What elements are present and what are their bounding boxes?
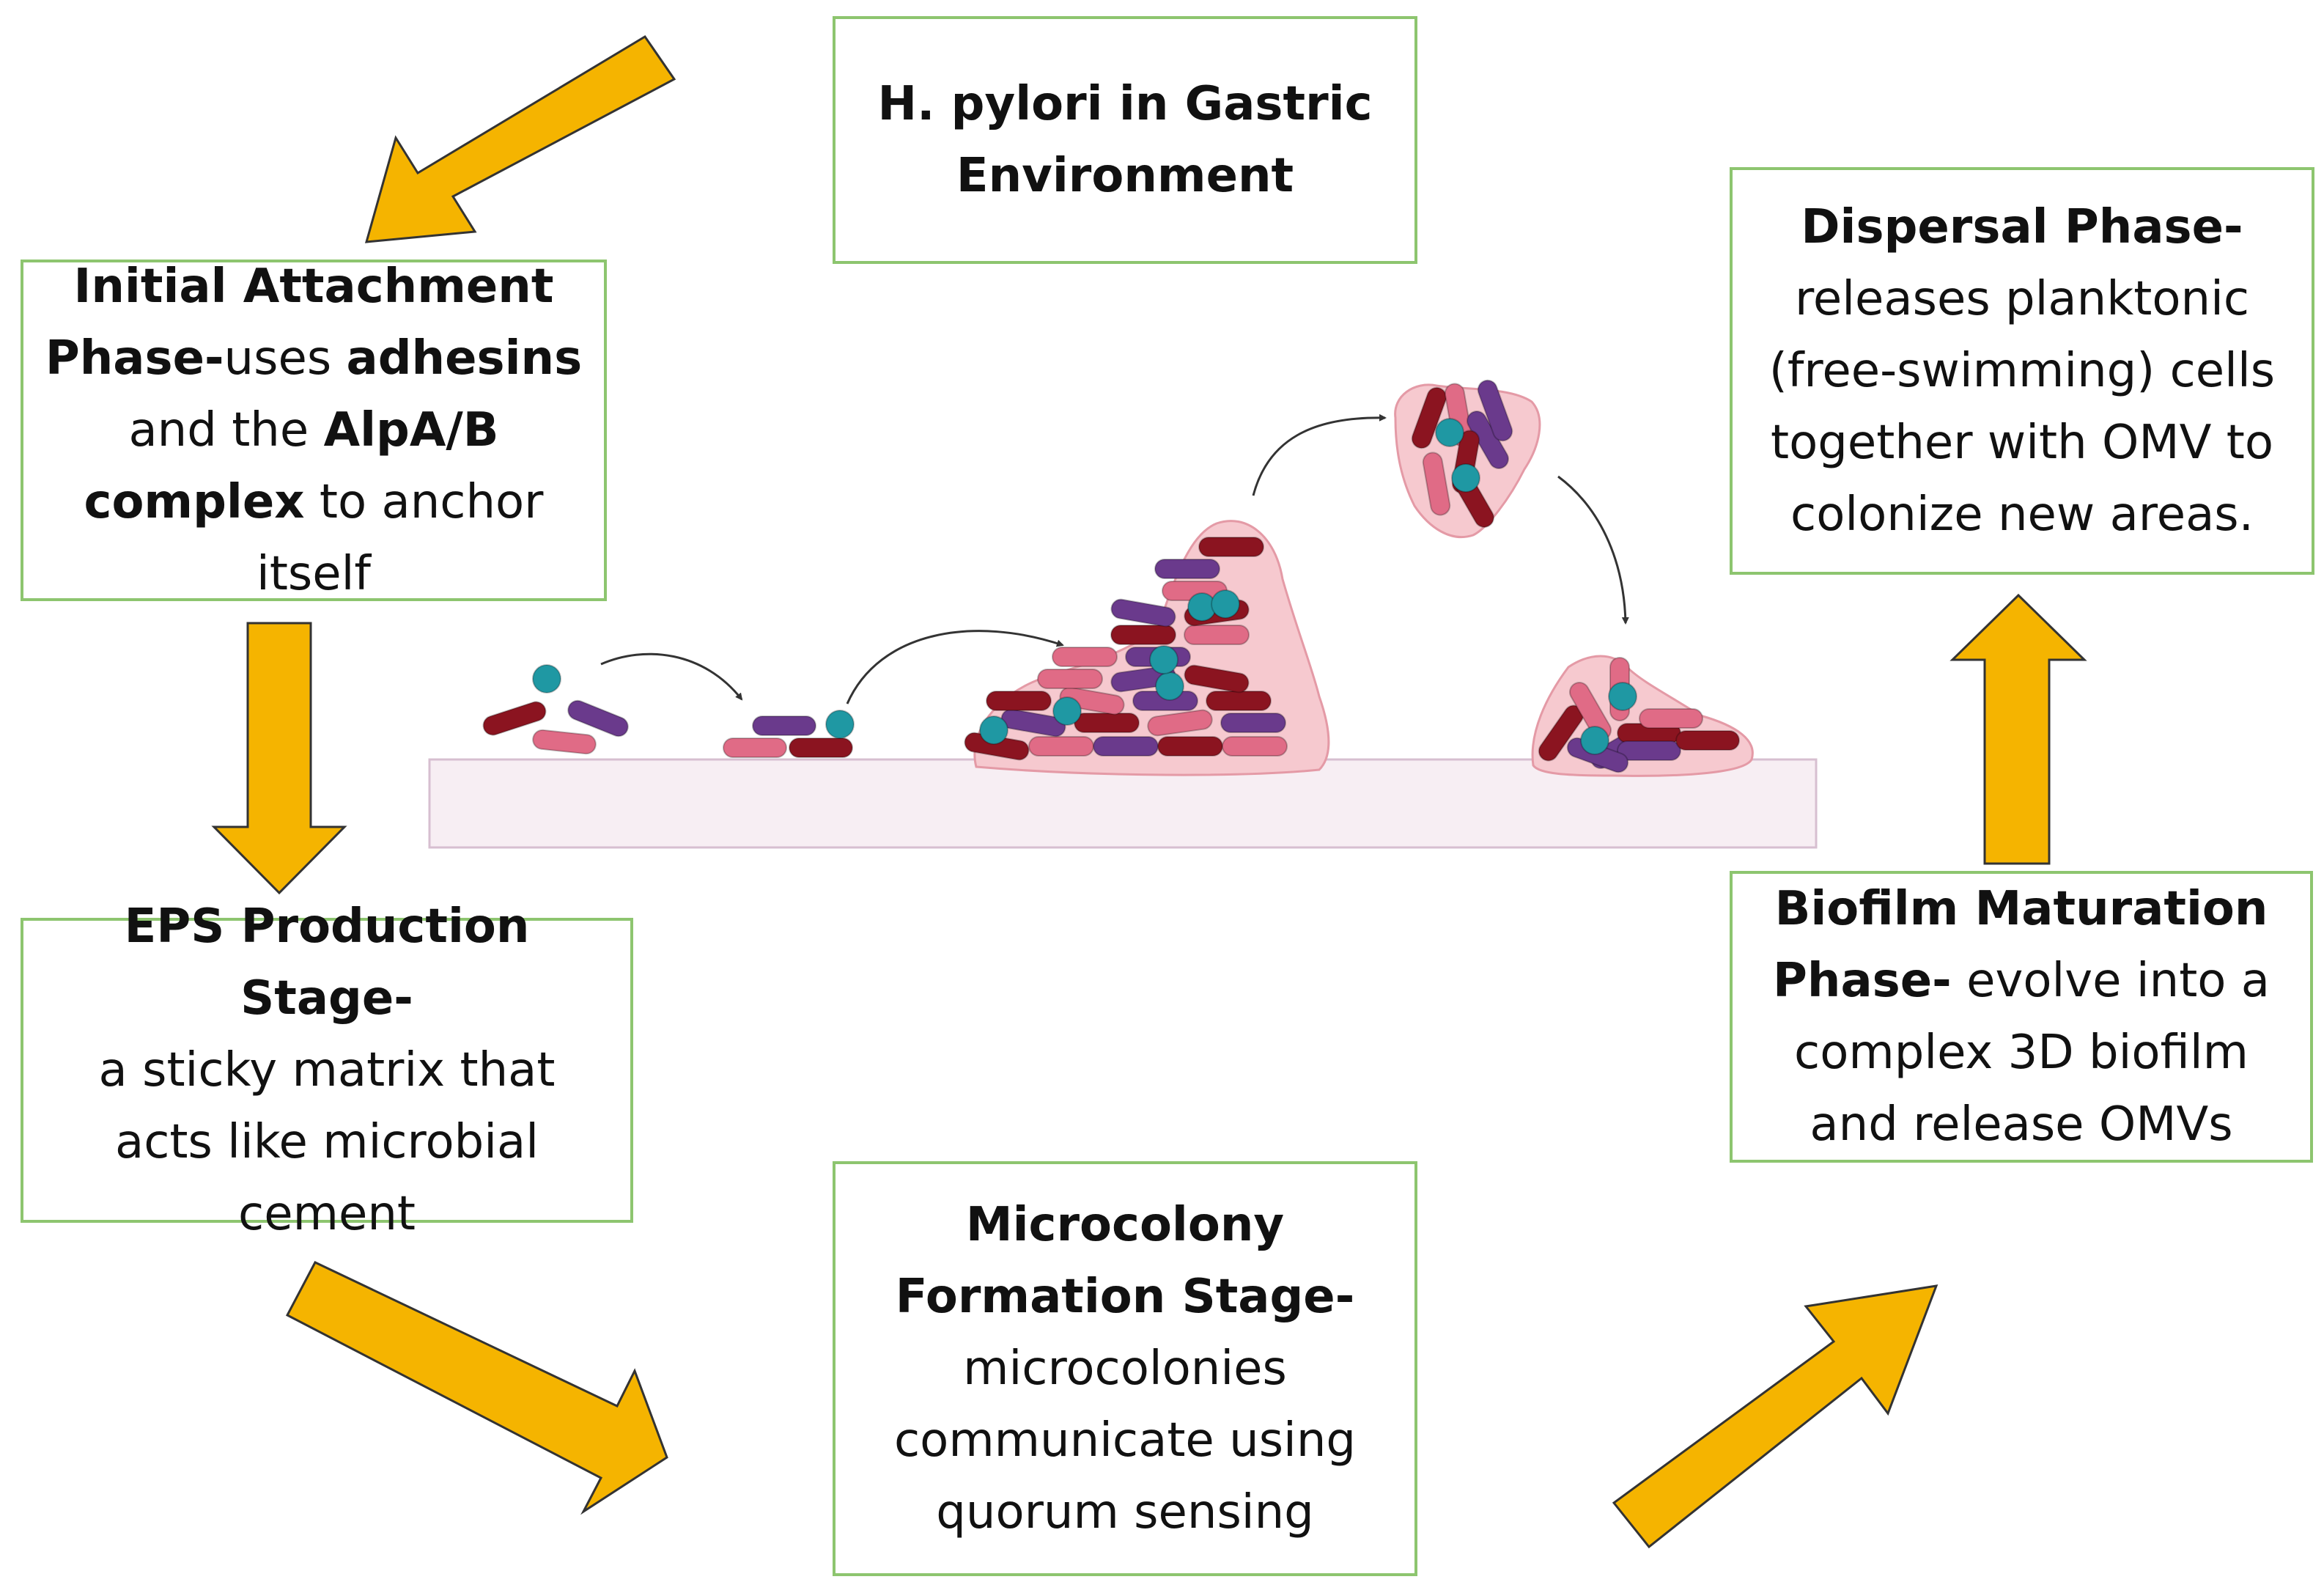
maturation-title: Biofilm Maturation xyxy=(1774,882,2268,936)
curved-arrow-icon xyxy=(1557,475,1629,625)
omv-vesicle-icon xyxy=(1211,589,1240,619)
bacterial-cell-icon xyxy=(482,701,547,736)
bacterial-cell-icon xyxy=(1074,713,1140,733)
bacterial-cell-icon xyxy=(1639,708,1703,729)
omv-vesicle-icon xyxy=(1580,726,1609,755)
maturation-line4: and release OMVs xyxy=(1810,1097,2233,1152)
bacterial-cell-icon xyxy=(1037,669,1103,689)
bacterial-cell-icon xyxy=(1422,452,1451,516)
omv-vesicle-icon xyxy=(1435,418,1464,447)
attachment-complex: complex xyxy=(84,475,305,529)
eps-production-box: EPS Production Stage- a sticky matrix th… xyxy=(21,899,633,1241)
bacterial-cell-icon xyxy=(1477,379,1513,442)
dispersal-line4: together with OMV to xyxy=(1770,416,2274,470)
bacterial-cell-icon xyxy=(1110,625,1176,645)
microcolony-line5: quorum sensing xyxy=(936,1485,1314,1539)
bacterial-cell-icon xyxy=(1147,709,1213,737)
arrow-maturation-to-dispersal xyxy=(1949,593,2087,865)
dispersal-box: Dispersal Phase- releases planktonic (fr… xyxy=(1730,167,2314,575)
bacterial-cell-icon xyxy=(1206,691,1272,711)
dispersal-line3: (free-swimming) cells xyxy=(1768,344,2276,398)
bacterial-cell-icon xyxy=(752,715,816,736)
curved-arrow-icon xyxy=(1252,413,1387,496)
dispersal-line2: releases planktonic xyxy=(1794,272,2250,326)
microcolony-box: Microcolony Formation Stage- microcoloni… xyxy=(833,1161,1417,1576)
bacterial-cell-icon xyxy=(1220,713,1286,733)
arrow-start-to-attachment xyxy=(364,34,676,243)
bacterial-cell-icon xyxy=(1110,598,1176,628)
curved-arrow-icon xyxy=(846,630,1064,704)
eps-line4: cement xyxy=(238,1187,416,1241)
bacterial-cell-icon xyxy=(1411,386,1447,449)
bacterial-cell-icon xyxy=(1184,625,1250,645)
attachment-alpab: AlpA/B xyxy=(323,403,499,457)
start-line2: Environment xyxy=(956,149,1294,203)
bacteria-illustration xyxy=(482,379,1740,773)
maturation-rest2: evolve into a xyxy=(1951,954,2270,1008)
bacterial-cell-icon xyxy=(1093,736,1159,757)
eps-title: EPS Production Stage- xyxy=(124,899,530,1026)
arrow-eps-to-microcolony xyxy=(285,1261,668,1515)
dispersal-title: Dispersal Phase- xyxy=(1801,200,2243,254)
bacterial-cell-icon xyxy=(1028,736,1094,757)
bacterial-cell-icon xyxy=(567,699,629,737)
eps-line2: a sticky matrix that xyxy=(98,1043,556,1097)
bacterial-cell-icon xyxy=(1617,740,1681,761)
microcolony-title2: Formation Stage- xyxy=(895,1270,1355,1324)
microcolony-line3: microcolonies xyxy=(963,1342,1287,1396)
omv-vesicle-icon xyxy=(1608,682,1637,711)
omv-vesicle-icon xyxy=(532,664,561,694)
eps-line3: acts like microbial xyxy=(114,1115,539,1169)
maturation-title2: Phase- xyxy=(1773,954,1952,1008)
omv-vesicle-icon xyxy=(979,715,1008,745)
dispersal-line5: colonize new areas. xyxy=(1790,488,2254,542)
omv-vesicle-icon xyxy=(1155,672,1184,701)
bacterial-cell-icon xyxy=(1157,736,1223,757)
attachment-uses: uses xyxy=(224,331,347,386)
microcolony-line4: communicate using xyxy=(893,1413,1357,1468)
attachment-title2: Phase- xyxy=(45,331,224,386)
bacterial-cell-icon xyxy=(1198,537,1264,557)
bacterial-cell-icon xyxy=(1184,664,1250,694)
attachment-and-the: and the xyxy=(128,403,324,457)
bacterial-cell-icon xyxy=(986,691,1052,711)
bacterial-cell-icon xyxy=(1675,730,1740,751)
bacterial-cell-icon xyxy=(1222,736,1288,757)
microcolony-title: Microcolony xyxy=(965,1198,1285,1252)
omv-vesicle-icon xyxy=(1149,645,1178,674)
start-box: H. pylori in Gastric Environment xyxy=(833,16,1417,264)
maturation-box: Biofilm Maturation Phase- evolve into a … xyxy=(1730,871,2313,1163)
curved-arrow-icon xyxy=(600,652,743,701)
arrow-attachment-to-eps xyxy=(211,622,347,895)
bacterial-cell-icon xyxy=(789,737,853,758)
initial-attachment-box: Initial Attachment Phase-uses adhesins a… xyxy=(21,260,607,601)
bacterial-cell-icon xyxy=(723,737,787,758)
bacterial-cell-icon xyxy=(1052,647,1118,667)
omv-vesicle-icon xyxy=(1451,463,1480,493)
omv-vesicle-icon xyxy=(1052,696,1082,726)
bacterial-cell-icon xyxy=(1000,708,1066,737)
start-line1: H. pylori in Gastric xyxy=(877,77,1373,131)
omv-vesicle-icon xyxy=(825,710,855,739)
attachment-title: Initial Attachment xyxy=(73,260,554,314)
maturation-line3: complex 3D biofilm xyxy=(1794,1026,2249,1080)
bacterial-cell-icon xyxy=(1154,559,1220,579)
attachment-adhesins: adhesins xyxy=(346,331,583,386)
bacterial-cell-icon xyxy=(532,729,597,755)
attachment-itself: itself xyxy=(257,547,371,601)
attachment-to-anchor: to anchor xyxy=(304,475,544,529)
arrow-microcolony-to-maturation xyxy=(1612,1284,1938,1549)
